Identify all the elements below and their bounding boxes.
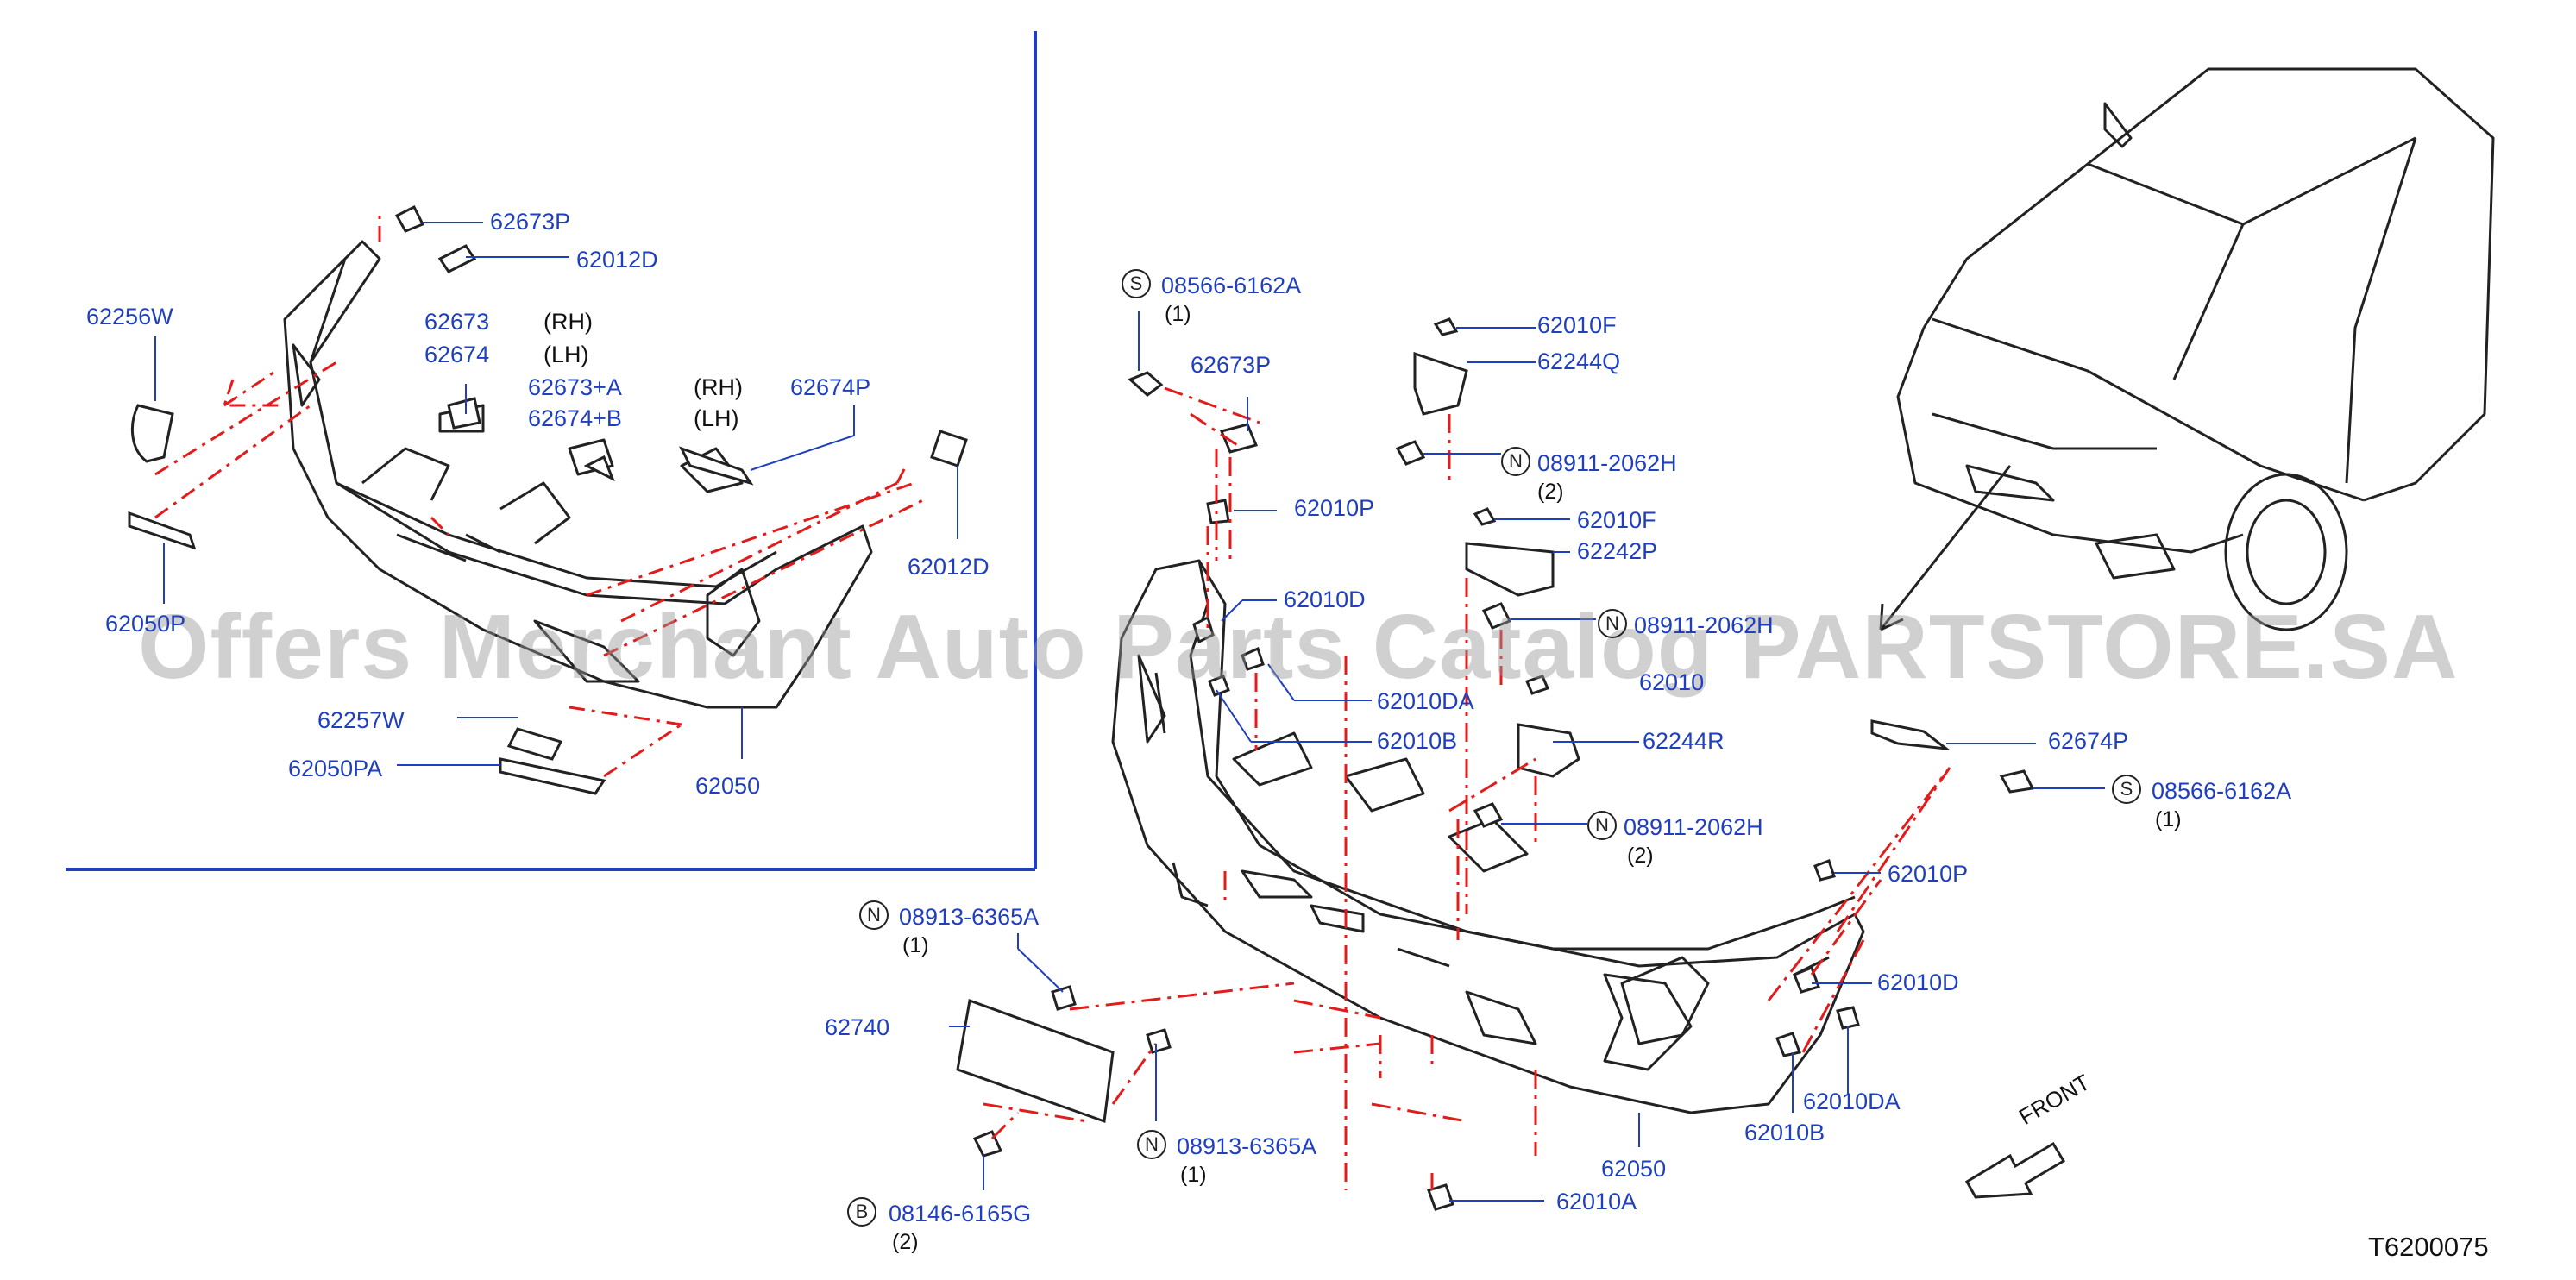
side-lh-1: (LH) <box>543 342 589 367</box>
qty-2-a: (2) <box>1537 480 1564 504</box>
qty-2-c: (2) <box>1627 844 1654 868</box>
main-leaders <box>949 311 2105 1202</box>
qty-1-n2: (1) <box>1180 1163 1207 1187</box>
label-62050PA[interactable]: 62050PA <box>288 756 383 781</box>
label-62050-inset[interactable]: 62050 <box>695 773 761 799</box>
label-62257W[interactable]: 62257W <box>317 707 405 733</box>
label-08913-6365A-a[interactable]: 08913-6365A <box>899 904 1040 930</box>
label-62010DA-main-b[interactable]: 62010DA <box>1803 1089 1901 1114</box>
label-62010-partial[interactable]: 62010 <box>1639 669 1705 695</box>
label-62673-A[interactable]: 62673+A <box>528 374 622 400</box>
inset-leaders <box>154 222 958 766</box>
badge-n-c: N <box>1587 811 1617 840</box>
badge-n-1: N <box>859 900 889 930</box>
label-62244R[interactable]: 62244R <box>1643 728 1725 754</box>
label-62674P-inset[interactable]: 62674P <box>790 374 871 400</box>
label-62674-B[interactable]: 62674+B <box>528 405 622 431</box>
badge-n-a: N <box>1501 447 1530 476</box>
side-rh-2: (RH) <box>694 374 743 400</box>
label-62010A[interactable]: 62010A <box>1556 1189 1637 1214</box>
label-62010DA-main-a[interactable]: 62010DA <box>1377 688 1474 714</box>
label-62010P-main-b[interactable]: 62010P <box>1888 861 1969 887</box>
main-parts <box>956 317 2035 1211</box>
inset-bumper-drawing <box>283 240 873 709</box>
side-lh-2: (LH) <box>694 405 739 431</box>
badge-s-top: S <box>1122 269 1151 298</box>
label-62010F-a[interactable]: 62010F <box>1537 312 1617 338</box>
front-arrow <box>1964 1141 2066 1199</box>
view-arrow <box>1879 465 2012 631</box>
badge-n-b: N <box>1598 609 1627 638</box>
label-62673P-main[interactable]: 62673P <box>1191 352 1272 378</box>
inset-frame <box>66 31 1037 871</box>
label-08911-2062H-a[interactable]: 08911-2062H <box>1537 450 1677 476</box>
badge-b: B <box>847 1197 876 1227</box>
watermark-text: Offers Merchant Auto Parts Catalog PARTS… <box>138 596 2459 698</box>
label-62050P[interactable]: 62050P <box>105 611 186 637</box>
main-guides <box>983 386 1951 1190</box>
label-62012D-inset-right[interactable]: 62012D <box>908 554 990 580</box>
label-62256W[interactable]: 62256W <box>86 304 173 329</box>
qty-1-right: (1) <box>2155 807 2182 831</box>
label-62673[interactable]: 62673 <box>424 309 490 335</box>
label-62673P-inset[interactable]: 62673P <box>490 209 571 235</box>
label-62010P-main-a[interactable]: 62010P <box>1294 495 1375 521</box>
label-62674P-main[interactable]: 62674P <box>2048 728 2129 754</box>
label-08146-6165G[interactable]: 08146-6165G <box>889 1201 1032 1227</box>
badge-s-right: S <box>2112 775 2141 804</box>
inset-guides <box>154 216 924 778</box>
qty-2-b: (2) <box>892 1230 919 1254</box>
label-08566-6162A-top[interactable]: 08566-6162A <box>1161 273 1302 298</box>
label-08913-6365A-b[interactable]: 08913-6365A <box>1177 1133 1317 1159</box>
label-62050-main[interactable]: 62050 <box>1601 1156 1667 1182</box>
qty-1-n1: (1) <box>902 933 929 957</box>
label-62244Q[interactable]: 62244Q <box>1537 348 1621 374</box>
label-62010B-main-a[interactable]: 62010B <box>1377 728 1458 754</box>
label-08566-6162A-right[interactable]: 08566-6162A <box>2152 778 2292 804</box>
label-62010D-main-a[interactable]: 62010D <box>1284 587 1366 612</box>
label-62740[interactable]: 62740 <box>825 1014 890 1040</box>
label-62010F-b[interactable]: 62010F <box>1577 507 1656 533</box>
label-62674[interactable]: 62674 <box>424 342 490 367</box>
label-62012D-inset-top[interactable]: 62012D <box>576 247 658 273</box>
label-62010D-main-b[interactable]: 62010D <box>1877 969 1959 995</box>
badge-n-2: N <box>1137 1130 1166 1159</box>
qty-1-top: (1) <box>1165 302 1191 326</box>
label-08911-2062H-c[interactable]: 08911-2062H <box>1624 814 1763 840</box>
diagram-id: T6200075 <box>2368 1232 2489 1262</box>
inset-parts <box>128 204 968 795</box>
label-62242P[interactable]: 62242P <box>1577 538 1658 564</box>
label-08911-2062H-b[interactable]: 08911-2062H <box>1634 612 1774 638</box>
vehicle-sketch <box>1896 67 2495 631</box>
label-62010B-main-b[interactable]: 62010B <box>1744 1120 1825 1145</box>
side-rh-1: (RH) <box>543 309 593 335</box>
